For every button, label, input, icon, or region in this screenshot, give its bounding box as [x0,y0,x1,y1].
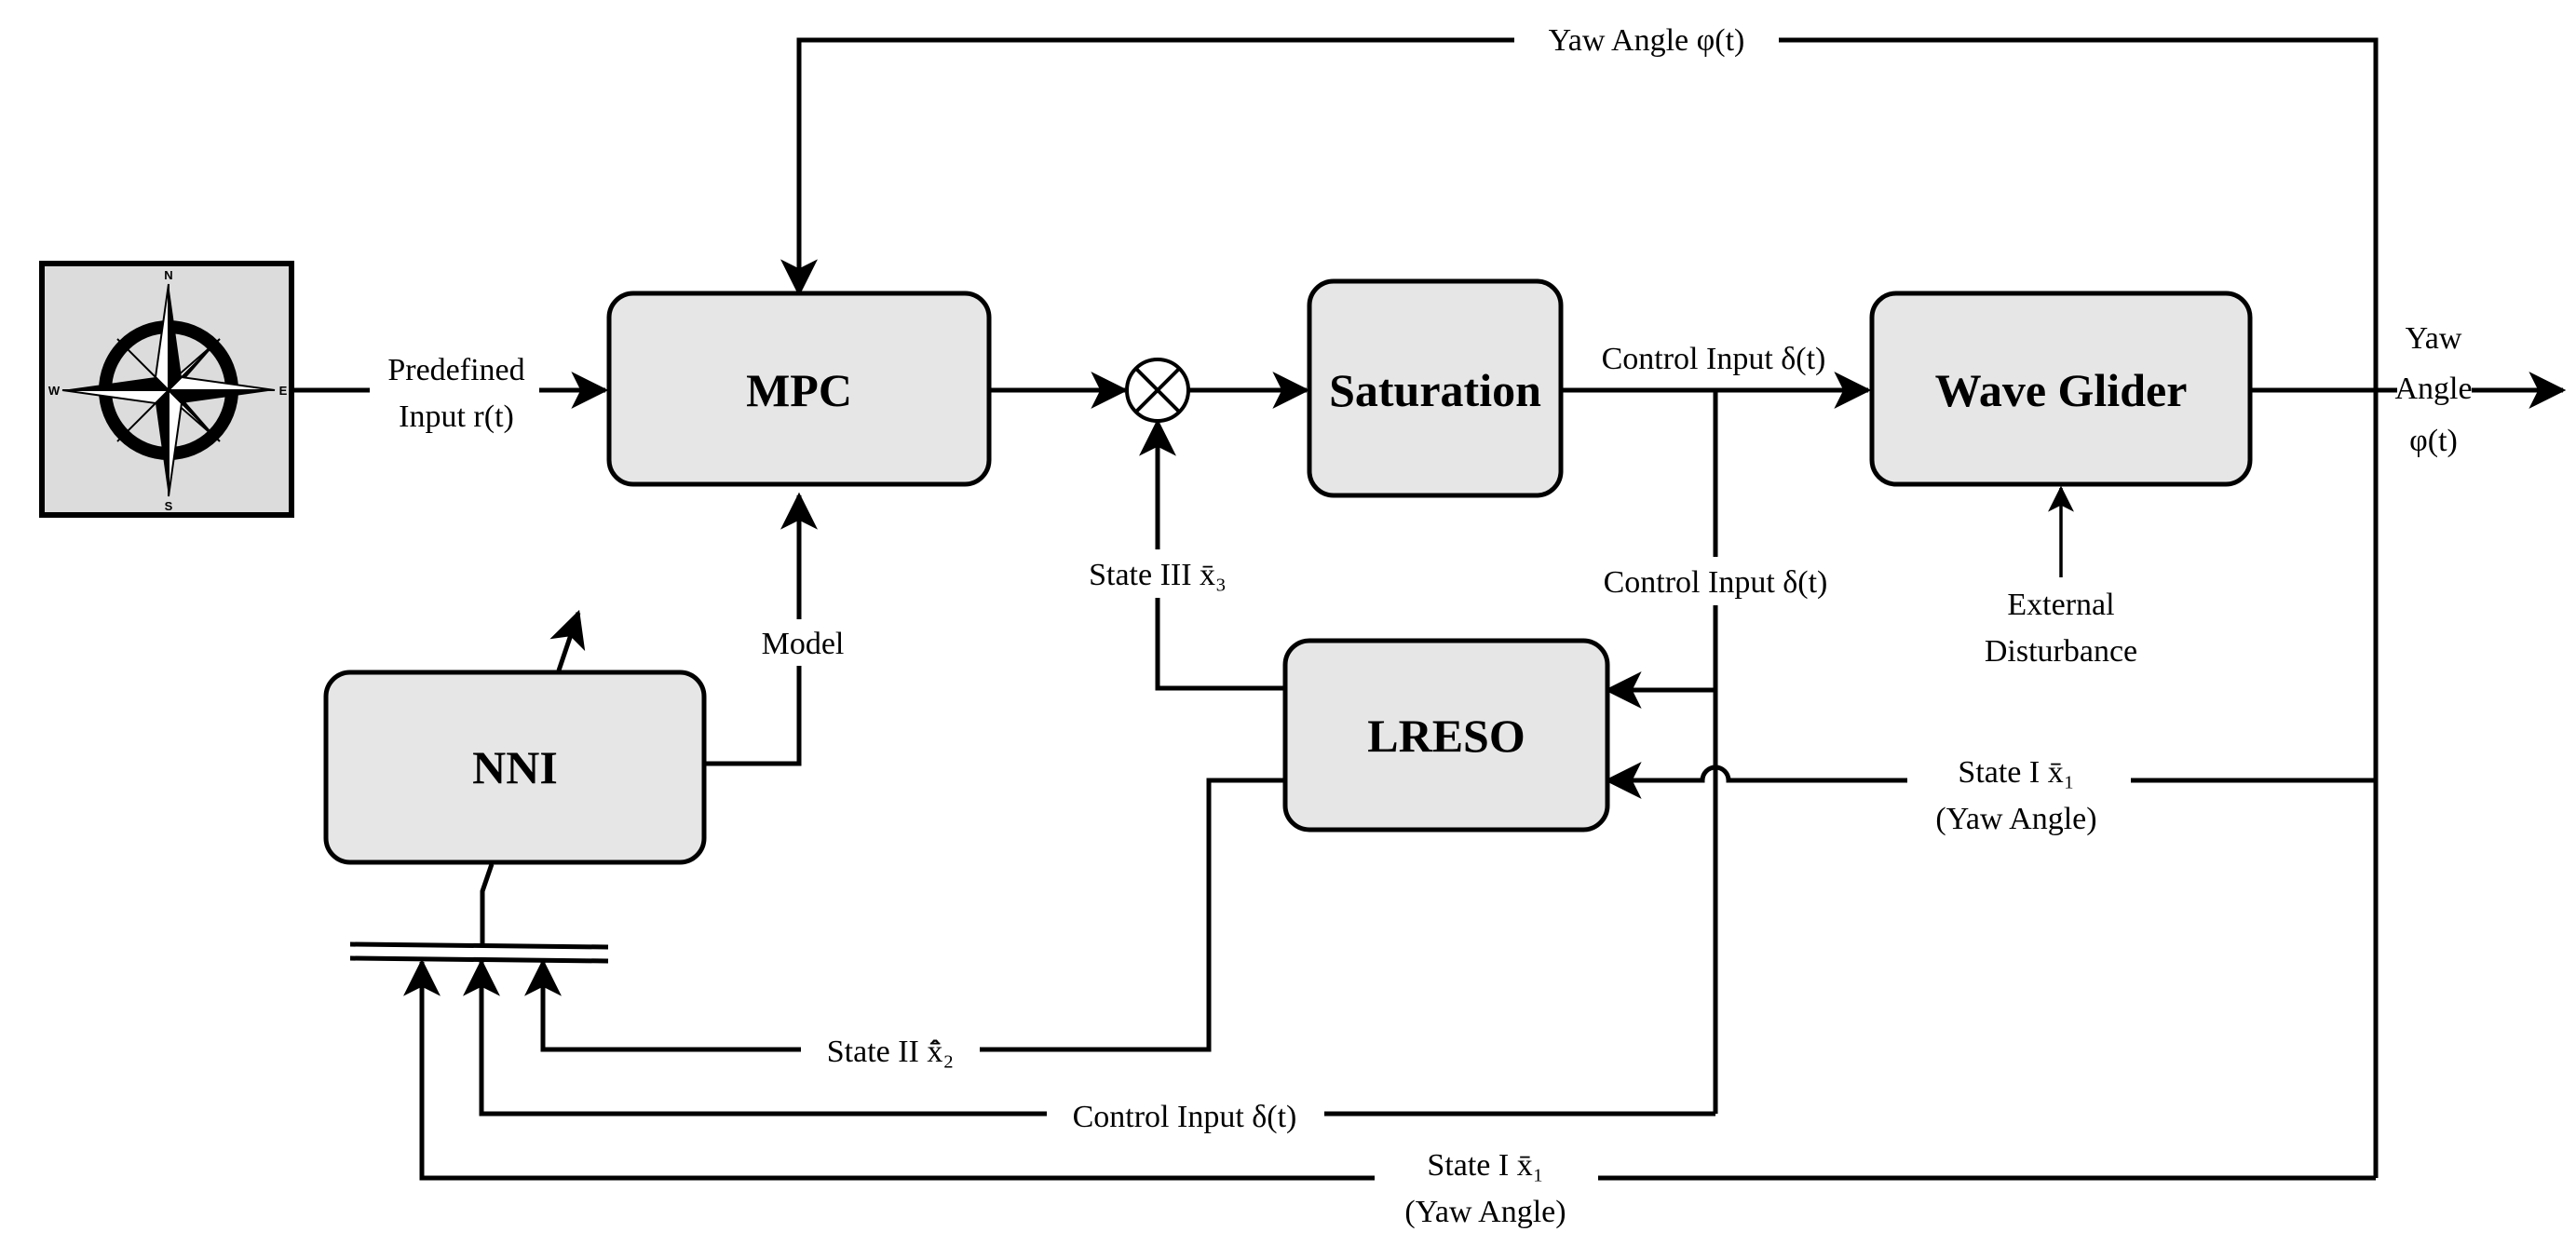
label-state1-right-1: State I x̄₁ [1958,755,2074,790]
label-yaw-angle-top: Yaw Angle φ(t) [1549,23,1745,58]
signal-wires [291,37,2567,1181]
mpc-block: MPC [606,291,992,487]
nni-adaptation-arrow [549,609,586,671]
label-control-input-bottom: Control Input δ(t) [1073,1100,1297,1134]
lreso-block: LRESO [1282,638,1610,833]
label-state1-bottom-2: (Yaw Angle) [1404,1195,1566,1229]
label-control-input-top: Control Input δ(t) [1602,342,1826,376]
compass-w-label: W [48,384,61,398]
label-external-2: Disturbance [1985,634,2137,669]
label-state1-right-2: (Yaw Angle) [1935,802,2096,836]
mpc-block-title: MPC [746,364,852,416]
wire-model [705,492,818,766]
label-state1-bottom-1: State I x̄₁ [1427,1148,1543,1183]
compass-rose-icon [61,283,276,497]
compass-s-label: S [165,499,173,513]
signal-labels: Predefined Input r(t) Yaw Angle φ(t) Con… [370,14,2473,1246]
label-control-input-mid: Control Input δ(t) [1604,565,1828,600]
lreso-block-title: LRESO [1367,710,1525,762]
compass-reference: N S E W [39,261,294,518]
label-model: Model [762,627,845,661]
label-predefined: Predefined [387,353,524,387]
label-input-r: Input r(t) [399,399,514,434]
wire-state3 [1139,418,1285,691]
nni-block: NNI [323,670,707,865]
saturation-block: Saturation [1307,278,1564,498]
nni-input-link [480,863,495,945]
label-yaw-out-3: φ(t) [2409,424,2458,458]
multiplier-junction [1125,358,1190,423]
nni-block-title: NNI [472,741,558,793]
label-yaw-out-1: Yaw [2406,321,2462,356]
compass-n-label: N [164,268,172,282]
nni-input-bus-upper [349,941,609,950]
label-state2: State II x̄̂₂ [827,1035,954,1069]
wire-state2 [524,778,1285,1052]
wave-glider-block-title: Wave Glider [1935,364,2188,416]
label-external-1: External [2007,588,2114,622]
compass-e-label: E [279,384,288,398]
saturation-block-title: Saturation [1329,364,1541,416]
nni-input-bus-lower [349,955,609,964]
wave-glider-block: Wave Glider [1869,291,2253,487]
label-state3: State III x̄₃ [1089,558,1227,592]
wire-state1-bottom [403,958,2376,1181]
label-yaw-out-2: Angle [2394,372,2472,406]
